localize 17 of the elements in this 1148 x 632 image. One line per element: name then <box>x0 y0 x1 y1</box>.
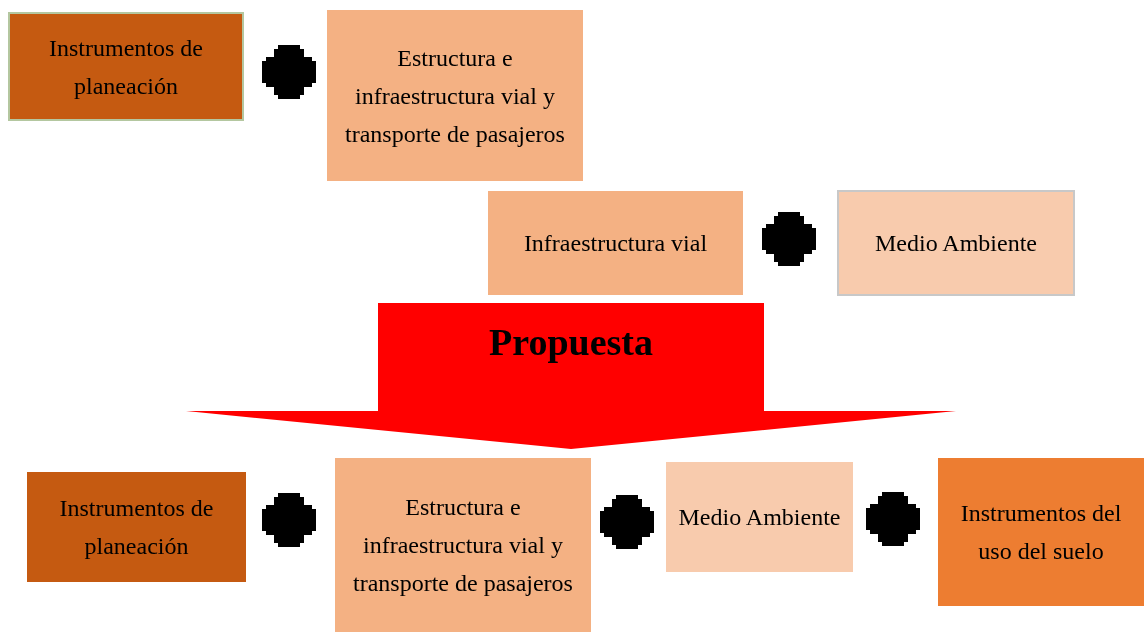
box-label: Instrumentos de planeación <box>58 494 215 561</box>
text-box <box>27 472 246 582</box>
box-label: Medio Ambiente <box>875 229 1037 258</box>
box-label: Estructura e infraestructura vial y transporte de pasajeros <box>344 43 566 149</box>
text-box <box>938 458 1144 606</box>
box-label: Estructura e infraestructura vial y transporte de pasajeros <box>352 493 574 598</box>
text-box <box>666 462 853 572</box>
text-box <box>488 191 743 295</box>
text-box <box>8 12 244 121</box>
box-label: Instrumentos del uso del suelo <box>959 499 1123 566</box>
text-box <box>335 458 591 632</box>
box-label: Instrumentos de planeación <box>48 33 204 101</box>
text-box <box>837 190 1075 296</box>
text-box <box>327 10 583 181</box>
box-label: Medio Ambiente <box>678 503 841 532</box>
box-label: Infraestructura vial <box>523 229 708 258</box>
arrow-label: Propuesta <box>488 320 654 365</box>
